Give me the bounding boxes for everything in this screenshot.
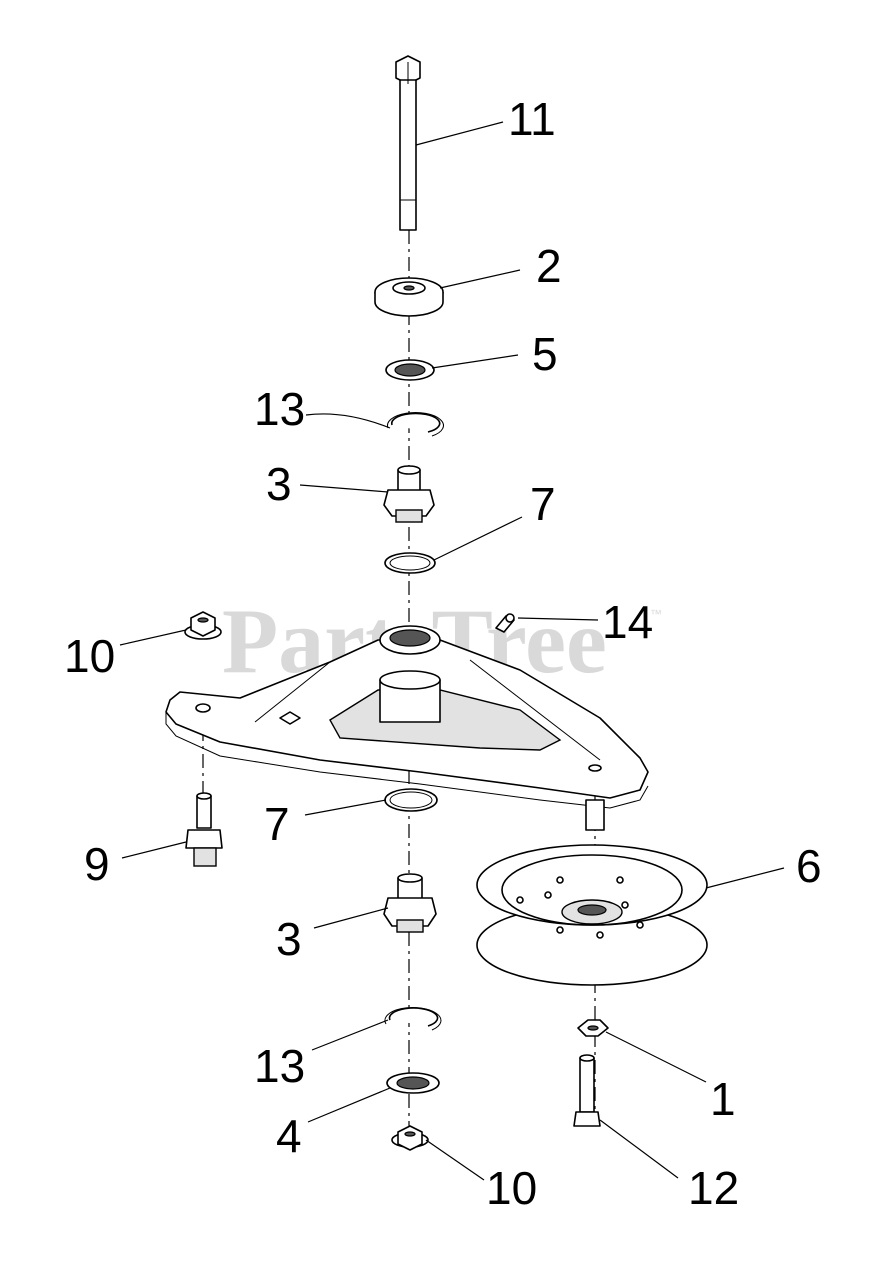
callouts: 11 2 5 13 3 7 14 10 7 9 6 3 13 1 4 10 12 <box>64 93 822 1214</box>
o-ring-icon[interactable] <box>384 552 436 574</box>
callout-6[interactable]: 6 <box>796 840 822 892</box>
callout-10[interactable]: 10 <box>64 630 115 682</box>
idler-arm-icon[interactable] <box>165 625 649 809</box>
callout-12[interactable]: 12 <box>688 1162 739 1214</box>
callout-1[interactable]: 1 <box>710 1073 736 1125</box>
pulley-icon[interactable] <box>476 799 708 986</box>
callout-9[interactable]: 9 <box>84 838 110 890</box>
flange-nut-icon[interactable] <box>184 611 222 640</box>
callout-10[interactable]: 10 <box>486 1162 537 1214</box>
spacer-icon[interactable] <box>383 465 435 523</box>
seal-icon[interactable] <box>385 359 435 381</box>
callout-13[interactable]: 13 <box>254 1040 305 1092</box>
callout-7[interactable]: 7 <box>530 478 556 530</box>
callout-2[interactable]: 2 <box>536 240 562 292</box>
pulley-holes <box>516 876 644 939</box>
callout-11[interactable]: 11 <box>508 93 556 145</box>
spacer-icon[interactable] <box>383 873 437 933</box>
flange-nut-icon[interactable] <box>391 1125 429 1151</box>
bolt-icon[interactable] <box>573 1054 601 1127</box>
bolt-icon[interactable] <box>395 55 421 231</box>
shoulder-stud-icon[interactable] <box>185 792 223 867</box>
bearing-icon[interactable] <box>374 277 444 317</box>
assembly-axes <box>202 230 596 1130</box>
grease-fitting-icon[interactable] <box>495 613 515 633</box>
watermark-tm: ™ <box>650 607 662 621</box>
washer-icon[interactable] <box>577 1019 609 1037</box>
o-ring-icon[interactable] <box>384 788 438 812</box>
retaining-ring-icon[interactable] <box>387 412 444 437</box>
seal-icon[interactable] <box>386 1072 440 1094</box>
callout-3[interactable]: 3 <box>276 913 302 965</box>
callout-7[interactable]: 7 <box>264 798 290 850</box>
callout-13[interactable]: 13 <box>254 383 305 435</box>
retaining-ring-icon[interactable] <box>384 1006 442 1031</box>
callout-4[interactable]: 4 <box>276 1110 302 1162</box>
callout-3[interactable]: 3 <box>266 458 292 510</box>
callout-5[interactable]: 5 <box>532 328 558 380</box>
leader-lines <box>119 121 785 1181</box>
callout-14[interactable]: 14 <box>602 596 653 648</box>
